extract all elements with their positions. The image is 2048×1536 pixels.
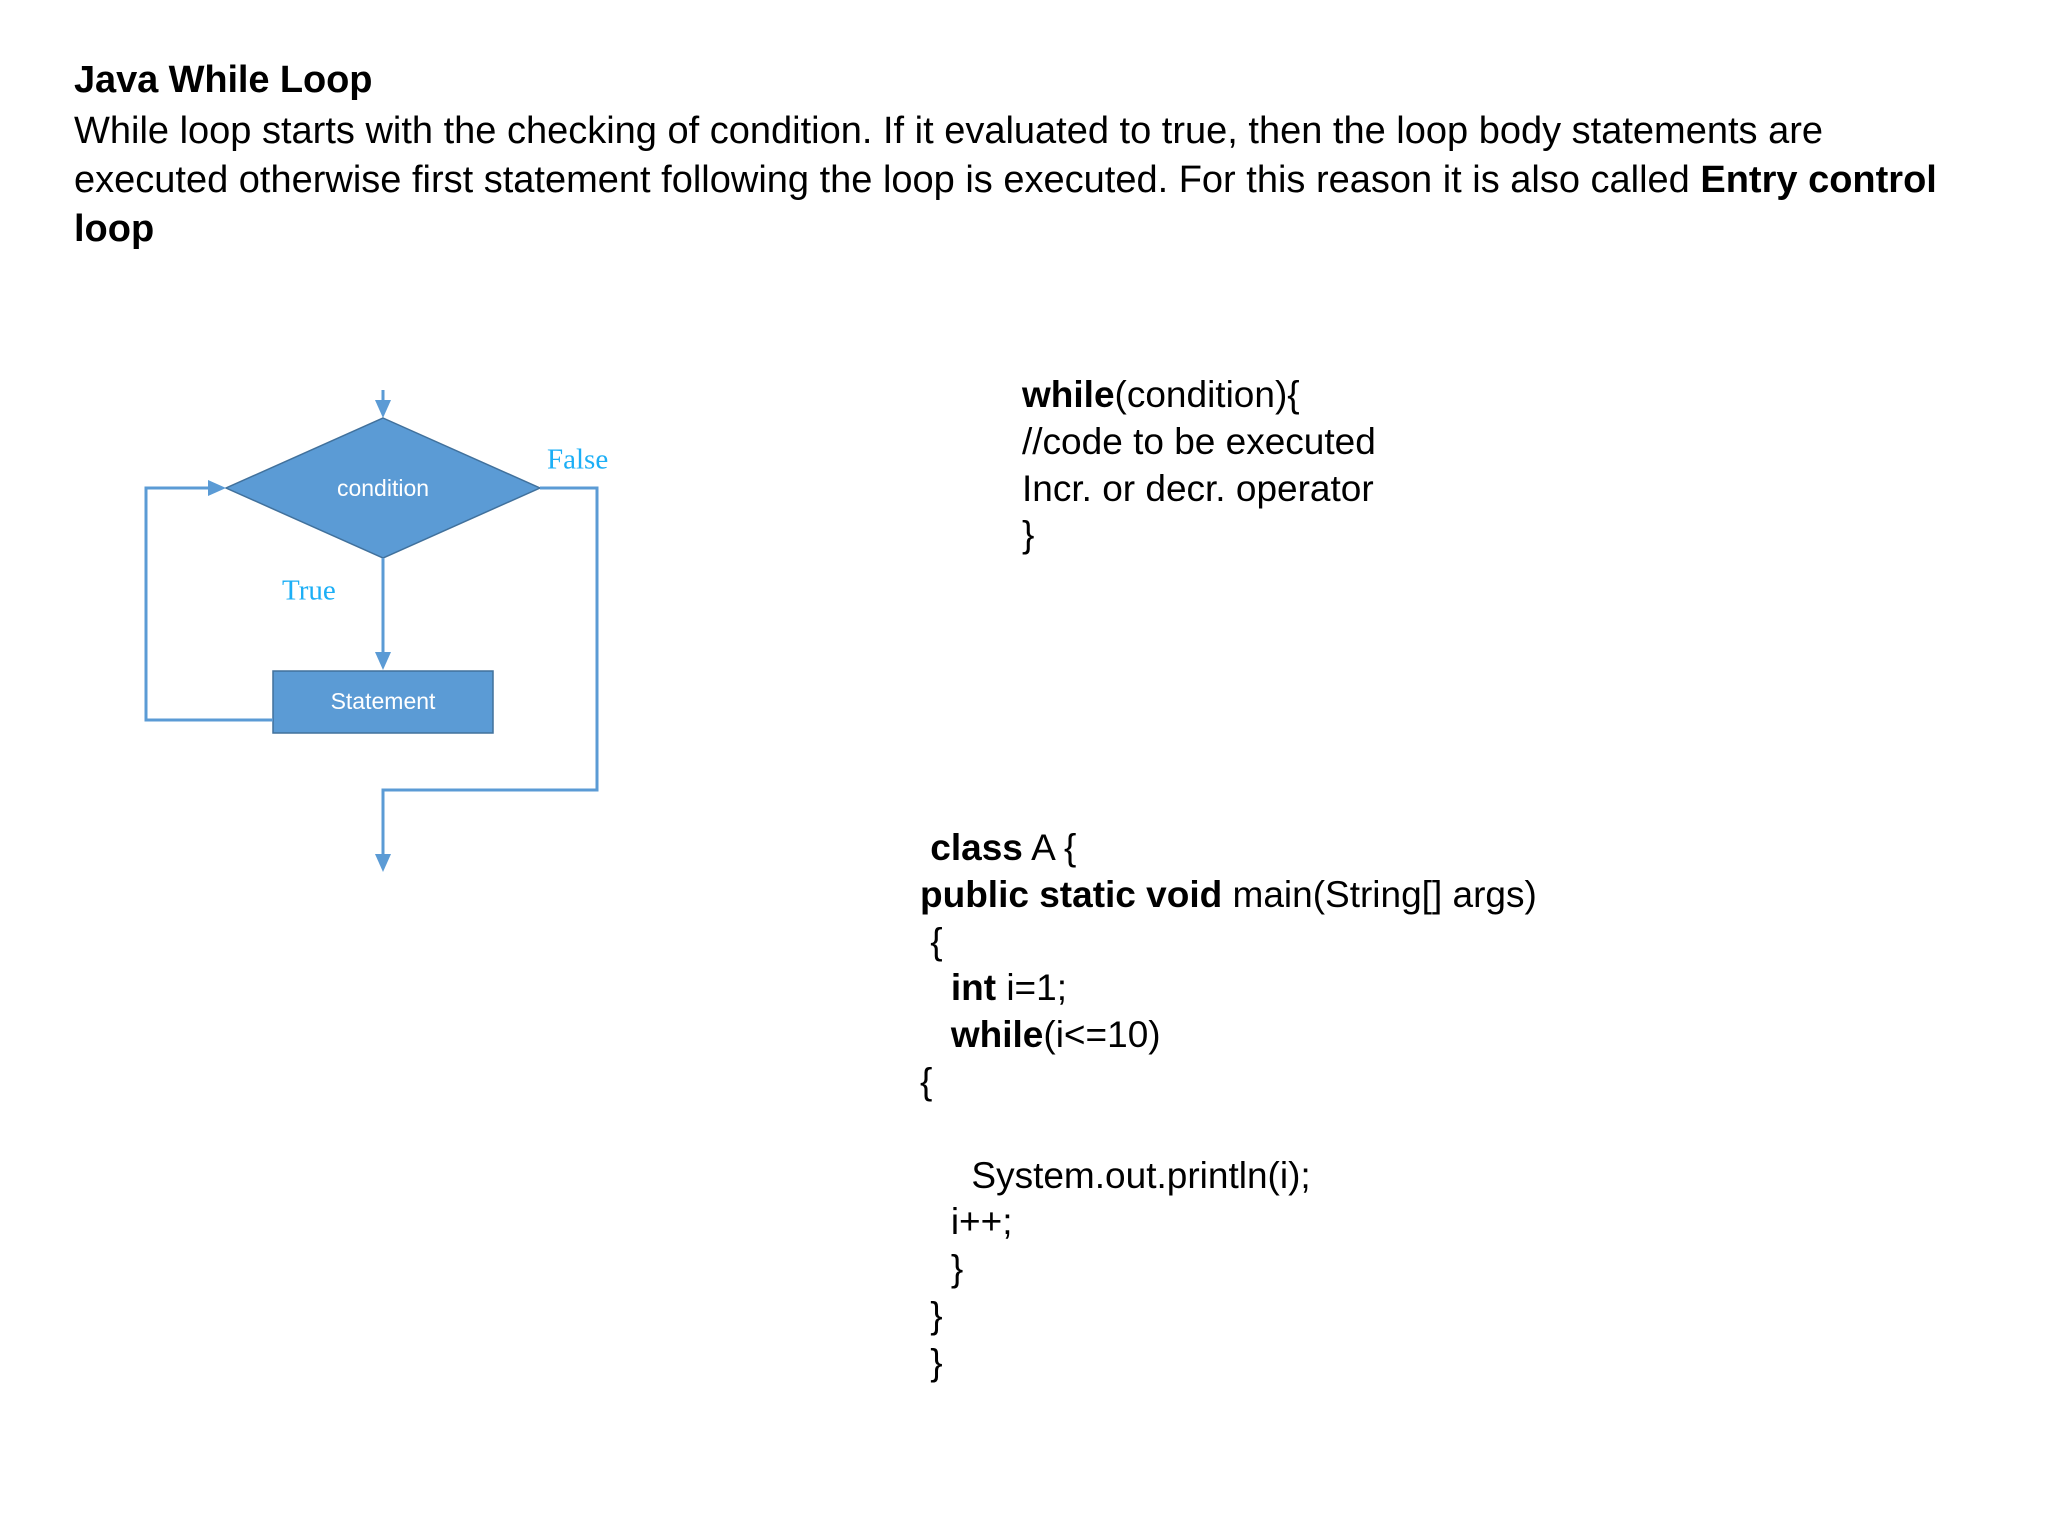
- code-keyword: while: [1022, 374, 1115, 415]
- code-line: i++;: [920, 1199, 1537, 1246]
- code-text: }: [920, 1294, 943, 1336]
- process-node-label: Statement: [331, 688, 436, 714]
- code-keyword: class: [930, 827, 1023, 868]
- branch-label-true: True: [282, 575, 336, 607]
- connector-statement-to-condition: [144, 480, 273, 722]
- code-line: Incr. or decr. operator: [1022, 466, 1376, 513]
- code-text: A {: [1022, 827, 1077, 868]
- connector-condition-false: [375, 486, 599, 872]
- code-text: }: [920, 1341, 943, 1383]
- code-line: while(condition){: [1022, 372, 1376, 419]
- code-line: public static void main(String[] args): [920, 872, 1537, 919]
- code-text: [920, 1014, 951, 1055]
- code-line: {: [920, 1059, 1537, 1106]
- code-text: System.out.println(i);: [920, 1154, 1311, 1196]
- connector-entry-to-condition: [375, 390, 391, 418]
- code-keyword: int: [950, 967, 997, 1009]
- code-text: i=1;: [996, 967, 1068, 1009]
- code-text: main(String[] args): [1222, 873, 1537, 915]
- decision-node-condition: condition: [224, 417, 542, 559]
- code-text: Incr. or decr. operator: [1022, 467, 1374, 509]
- code-line: }: [920, 1340, 1537, 1387]
- code-keyword: public static void: [920, 873, 1223, 915]
- code-text: i++;: [920, 1201, 1013, 1243]
- decision-node-label: condition: [337, 475, 429, 501]
- while-loop-flowchart: condition False True Statement: [130, 390, 870, 1190]
- code-text: (condition){: [1114, 374, 1300, 415]
- code-line: while(i<=10): [920, 1012, 1537, 1059]
- page-title: Java While Loop: [74, 59, 373, 101]
- code-line: }: [1022, 512, 1376, 559]
- code-line: class A {: [920, 825, 1537, 872]
- code-line: [920, 1106, 1537, 1153]
- code-line: {: [920, 919, 1537, 966]
- code-line: System.out.println(i);: [920, 1153, 1537, 1200]
- description-run-0: While loop starts with the checking of c…: [74, 109, 1824, 202]
- code-text: }: [920, 1248, 964, 1290]
- process-node-statement: Statement: [272, 670, 494, 734]
- branch-label-false: False: [547, 444, 608, 476]
- code-line: int i=1;: [920, 965, 1537, 1012]
- code-text: [920, 827, 930, 868]
- lesson-description: While loop starts with the checking of c…: [74, 107, 1984, 255]
- code-line: }: [920, 1246, 1537, 1293]
- code-text: (i<=10): [1043, 1014, 1161, 1056]
- header-block: Java While Loop While loop starts with t…: [74, 56, 1974, 255]
- code-text: [920, 967, 951, 1008]
- code-text: //code to be executed: [1022, 420, 1376, 462]
- code-text: }: [1022, 514, 1035, 556]
- code-keyword: while: [950, 1014, 1044, 1056]
- code-text: {: [920, 920, 943, 962]
- code-line: //code to be executed: [1022, 419, 1376, 466]
- description-run-1: Entry control loop: [74, 159, 1937, 251]
- code-line: }: [920, 1293, 1537, 1340]
- connector-condition-true: [375, 558, 391, 670]
- while-loop-example-block: class A {public static void main(String[…: [920, 825, 1537, 1387]
- code-text: {: [920, 1060, 933, 1102]
